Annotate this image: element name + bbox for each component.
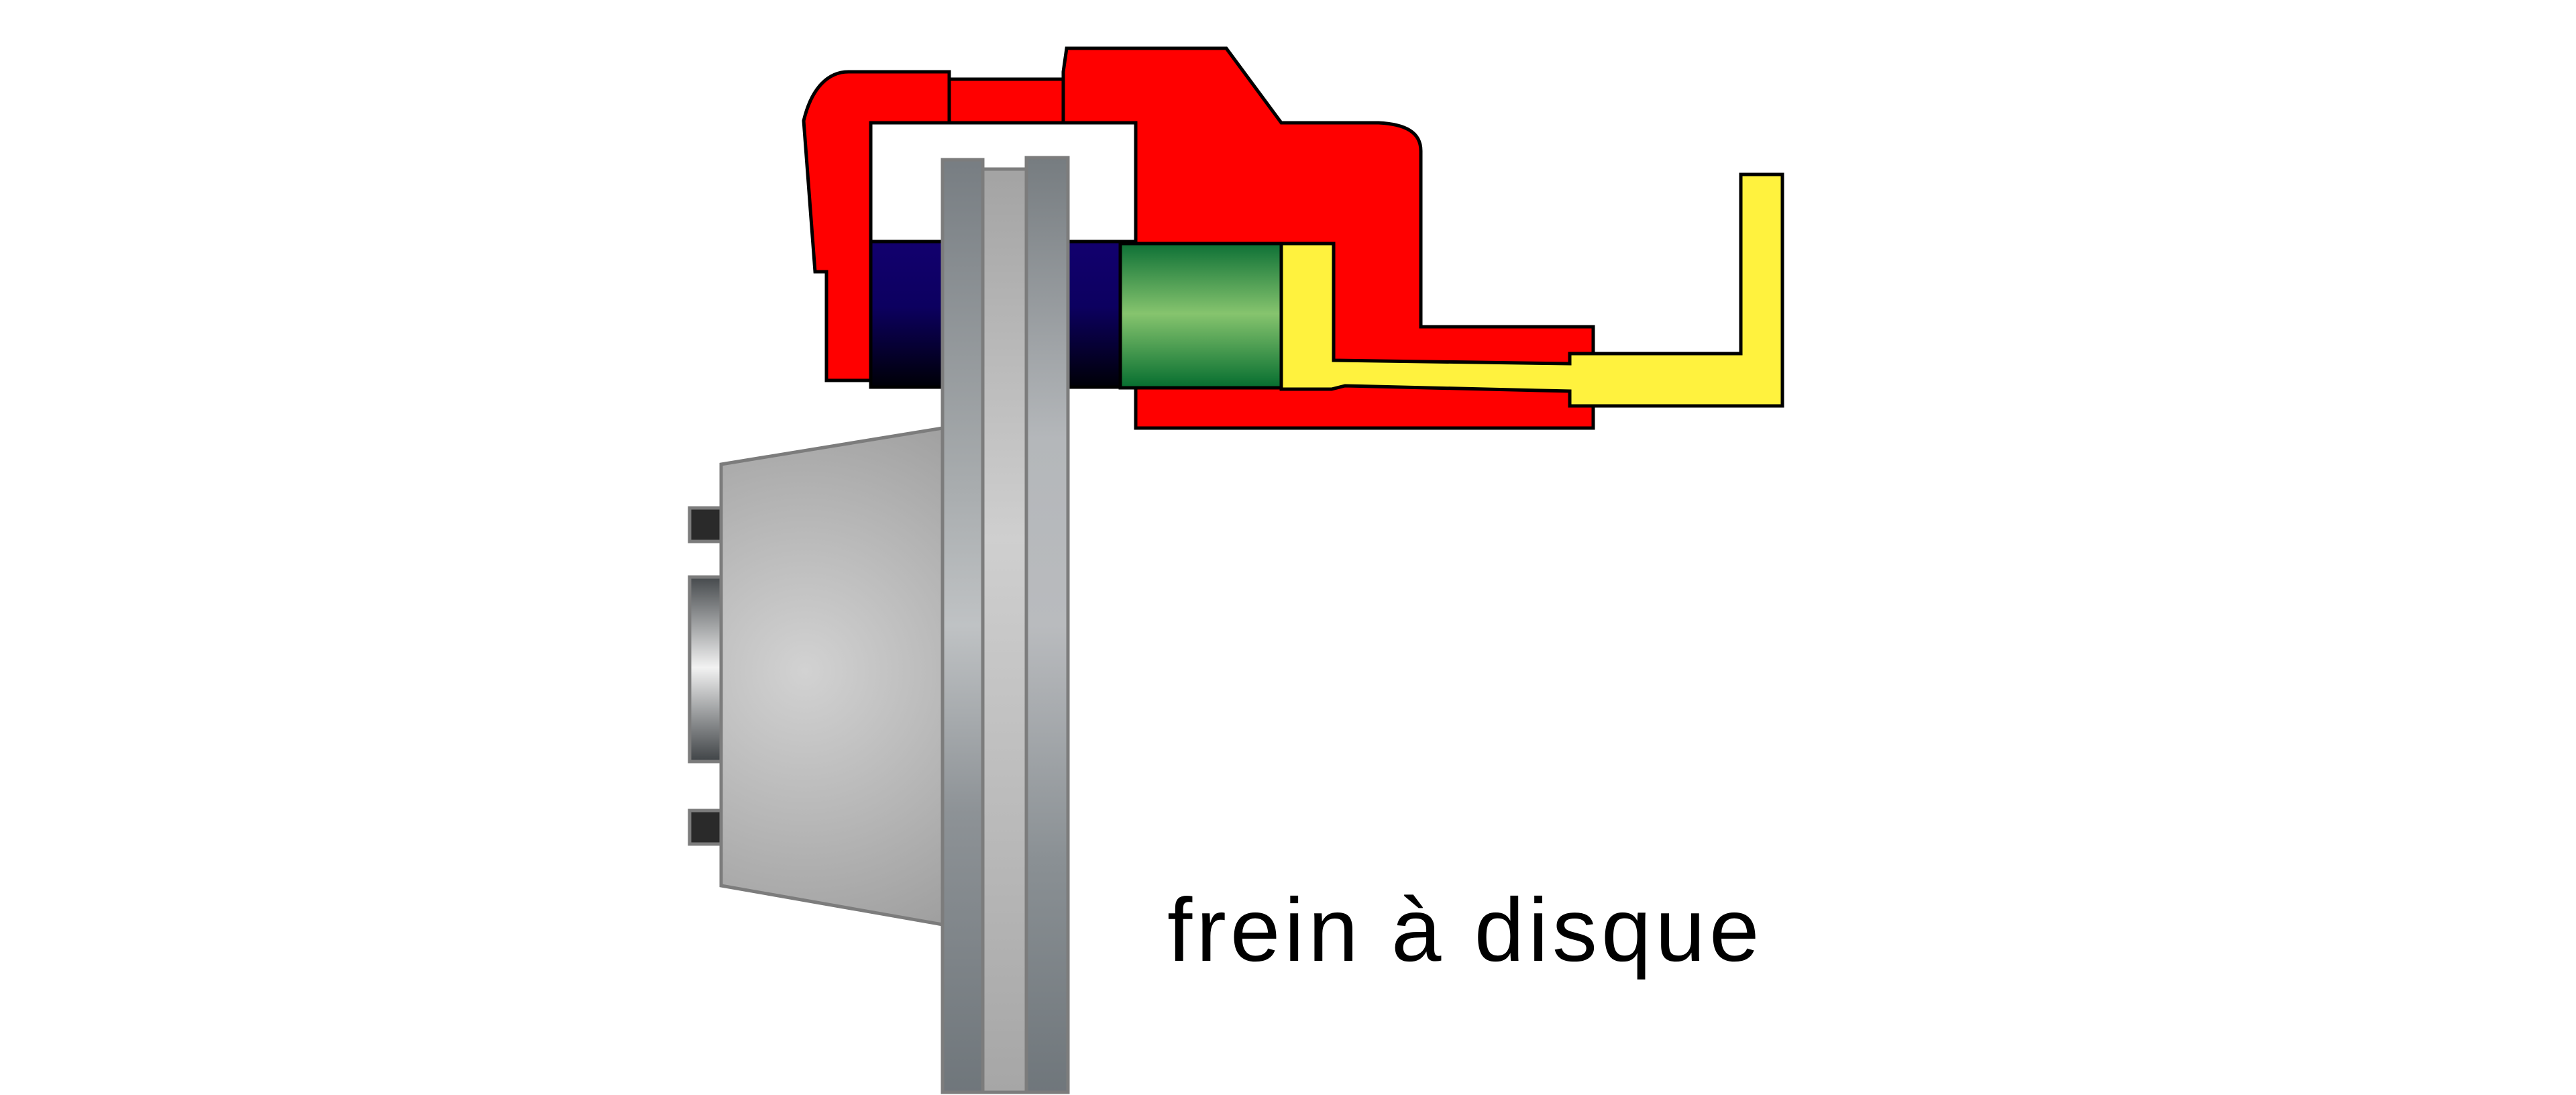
caliper-seam-1 (947, 79, 1065, 123)
hub-body (719, 426, 945, 927)
disc-outer-face (941, 158, 985, 1094)
wheel-hub (688, 426, 945, 927)
bleed-valve (1279, 172, 1784, 408)
wheel-stud-top (688, 506, 723, 543)
wheel-stud-bottom (688, 809, 723, 846)
disc-inner-face (1024, 156, 1070, 1094)
disc-core (981, 167, 1030, 1094)
brake-pad-inner (1066, 240, 1122, 389)
hub-center-bolt (688, 575, 723, 764)
piston (1118, 242, 1283, 390)
diagram-caption: frein à disque (1167, 880, 1764, 980)
brake-disc (941, 156, 1070, 1094)
brake-pad-outer (869, 240, 947, 389)
